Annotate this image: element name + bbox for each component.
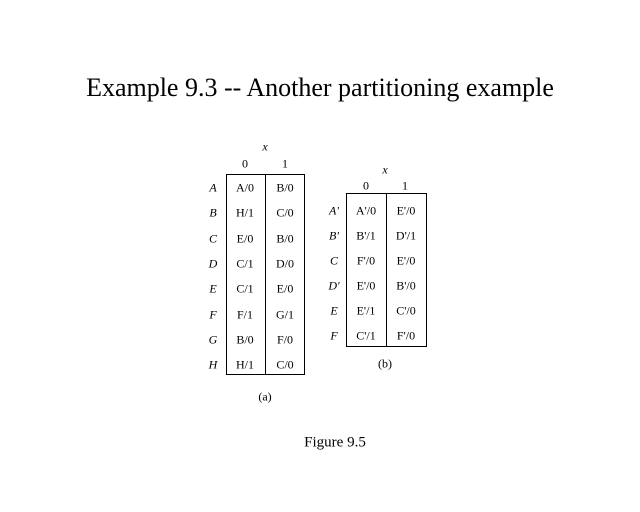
figure-caption: Figure 9.5: [304, 434, 366, 451]
next-state-output-cell: H/1: [236, 205, 254, 220]
row-state-label: D: [208, 256, 218, 271]
column-divider: [386, 194, 387, 346]
input-label: x: [382, 162, 388, 177]
next-state-output-cell: E/0: [276, 281, 294, 296]
next-state-output-cell: C/0: [276, 205, 294, 220]
row-state-label: H: [208, 357, 218, 372]
next-state-output-cell: F/0: [276, 332, 293, 347]
next-state-output-cell: C'/0: [396, 303, 416, 318]
row-state-label: F: [209, 307, 217, 321]
row-state-label: A': [329, 203, 339, 218]
next-state-output-cell: E'/1: [356, 303, 376, 318]
next-state-output-cell: E'/0: [356, 278, 376, 293]
row-state-label: G: [208, 332, 218, 347]
next-state-output-cell: A'/0: [355, 203, 377, 218]
next-state-output-cell: C'/1: [356, 328, 376, 343]
next-state-output-cell: C/1: [236, 281, 254, 296]
column-divider: [265, 175, 266, 374]
next-state-output-cell: F/1: [236, 307, 253, 321]
input-label: x: [262, 139, 268, 154]
next-state-output-cell: B/0: [236, 332, 254, 347]
row-state-label: A: [209, 180, 217, 195]
row-state-label: E: [209, 281, 217, 296]
next-state-output-cell: C/0: [276, 357, 294, 372]
row-state-label: B: [209, 205, 217, 220]
caption-a: (a): [258, 389, 272, 404]
next-state-output-cell: A/0: [236, 180, 254, 195]
next-state-output-cell: E'/0: [396, 203, 416, 218]
slide-title: Example 9.3 -- Another partitioning exam…: [86, 73, 554, 102]
next-state-output-cell: H/1: [236, 357, 254, 372]
row-state-label: F: [330, 328, 338, 343]
row-state-label: C: [329, 253, 339, 268]
row-state-label: B': [329, 228, 339, 243]
next-state-output-cell: G/1: [276, 307, 294, 321]
next-state-output-cell: B'/0: [396, 278, 416, 293]
next-state-output-cell: F'/0: [396, 328, 416, 343]
column-header: 1: [402, 178, 408, 193]
column-header: 1: [282, 156, 288, 171]
row-state-label: C: [208, 231, 218, 246]
next-state-output-cell: E/0: [236, 231, 254, 246]
table-box: [346, 193, 427, 347]
row-state-label: E: [330, 303, 338, 318]
column-header: 0: [242, 156, 248, 171]
next-state-output-cell: E'/0: [396, 253, 416, 268]
next-state-output-cell: D'/1: [395, 228, 417, 243]
next-state-output-cell: F'/0: [356, 253, 376, 268]
next-state-output-cell: B/0: [276, 231, 294, 246]
next-state-output-cell: B'/1: [356, 228, 376, 243]
caption-b: (b): [378, 356, 392, 371]
column-header: 0: [363, 178, 369, 193]
row-state-label: D': [328, 278, 340, 293]
table-box: [226, 174, 305, 375]
next-state-output-cell: C/1: [236, 256, 254, 271]
next-state-output-cell: B/0: [276, 180, 294, 195]
next-state-output-cell: D/0: [276, 256, 294, 271]
